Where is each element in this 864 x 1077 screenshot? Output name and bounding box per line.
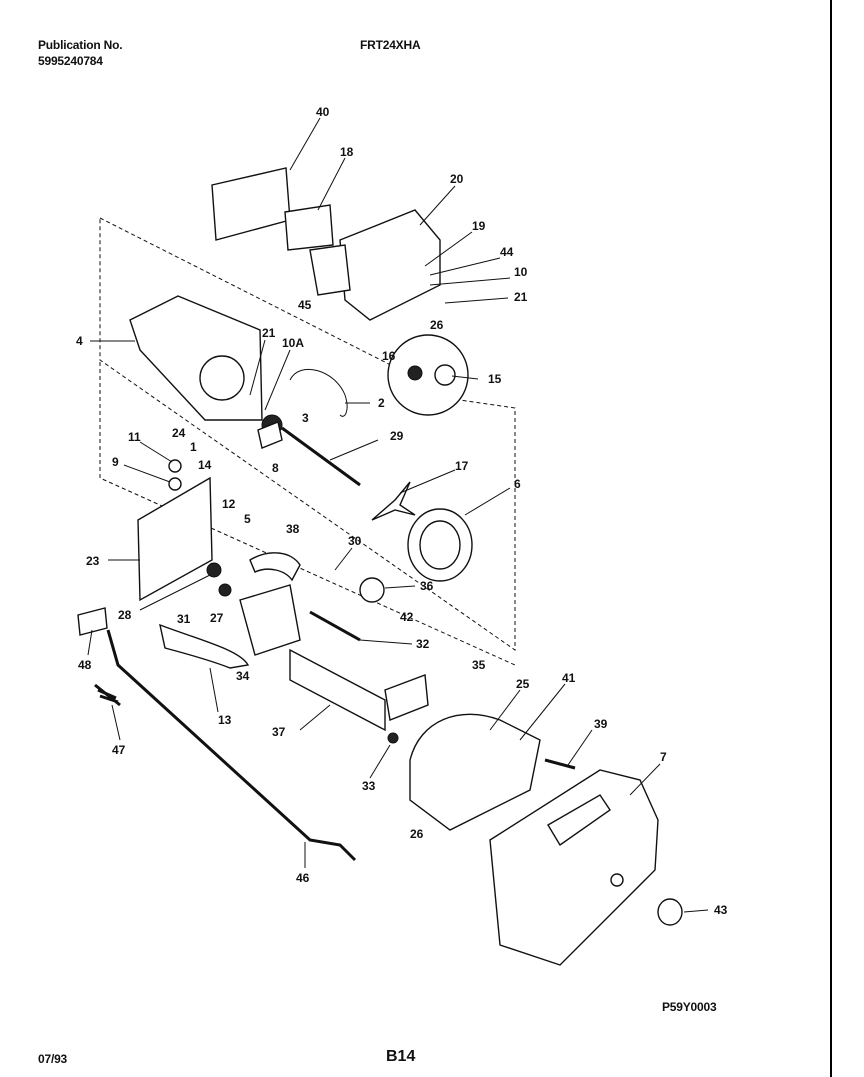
bracket-part-8 [257,421,283,449]
callout-10: 10 [514,265,528,279]
callout-46: 46 [296,871,310,885]
callout-9: 9 [112,455,119,469]
rod-part-32 [309,610,361,642]
callout-28: 28 [118,608,132,622]
callout-39: 39 [594,717,608,731]
callout-44: 44 [500,245,514,259]
footer-date: 07/93 [38,1052,68,1066]
callout-32: 32 [416,637,430,651]
callout-31: 31 [177,612,191,626]
gear-part-12 [206,562,222,578]
callout-27: 27 [210,611,224,625]
callout-24: 24 [172,426,186,440]
rod-part-46 [106,629,357,862]
contacts-part-37 [289,648,386,732]
cover-opening [547,794,611,847]
lower-dashed-group [99,362,516,666]
switch-part-35 [384,674,429,721]
disc-part-15 [387,334,469,416]
mount-part-45 [309,244,351,296]
callout-10a: 10A [282,336,304,350]
callout-35: 35 [472,658,486,672]
callout-2: 2 [378,396,385,410]
callout-16: 16 [382,349,396,363]
bulb-part [434,364,456,386]
callout-12: 12 [222,497,236,511]
washer-part-11 [168,459,182,473]
callout-6: 6 [514,477,521,491]
callout-labels: 40 18 20 19 44 10 21 45 26 4 21 10A 2 16… [76,105,728,917]
callout-40: 40 [316,105,330,119]
callout-33: 33 [362,779,376,793]
page-number: B14 [386,1048,416,1065]
plate-part-23 [137,476,213,602]
callout-13: 13 [218,713,232,727]
bracket-part-27 [239,584,301,656]
callout-43: 43 [714,903,728,917]
gear-part-16 [407,365,423,381]
arm-part-38 [249,552,301,582]
callout-11: 11 [128,430,141,444]
callout-45: 45 [298,298,312,312]
wire-part-2 [289,368,348,417]
callout-21: 21 [514,290,528,304]
panel-part-40 [211,167,291,241]
gear-part-5 [218,583,232,597]
callout-26: 26 [430,318,444,332]
auger-housing-part-4 [129,295,263,421]
leader-lines [87,117,709,913]
callout-1: 1 [190,440,197,454]
callout-30: 30 [348,534,362,548]
publication-number: 5995240784 [38,54,103,68]
callout-3: 3 [302,411,309,425]
callout-15: 15 [488,372,502,386]
callout-19: 19 [472,219,486,233]
wheel-hub [419,520,461,570]
callout-8: 8 [272,461,279,475]
callout-36: 36 [420,579,434,593]
exploded-parts-diagram: 40 18 20 19 44 10 21 45 26 4 21 10A 2 16… [76,105,728,966]
callout-26b: 26 [410,827,424,841]
housing-part-20 [339,209,441,321]
callout-23: 23 [86,554,100,568]
screw-part-33 [387,732,399,744]
shaft-part-29 [281,426,361,487]
clip-part-48 [77,607,108,636]
publication-label: Publication No. [38,38,123,52]
screw-part-39 [544,758,576,770]
diagram-code: P59Y0003 [662,1000,717,1014]
bracket-part-18 [284,204,334,251]
spring-part-47 [94,683,121,707]
page-frame [830,0,832,1077]
spring-part-36 [359,577,385,603]
callout-37: 37 [272,725,286,739]
callout-7: 7 [660,750,667,764]
callout-17: 17 [455,459,469,473]
model-number: FRT24XHA [360,38,421,52]
auger-opening [199,355,245,401]
callout-4: 4 [76,334,83,348]
callout-47: 47 [112,743,126,757]
callout-14: 14 [198,458,212,472]
callout-21b: 21 [262,326,276,340]
knob-part-43 [657,898,683,926]
callout-42: 42 [400,610,414,624]
callout-5: 5 [244,512,251,526]
washer-part-9 [168,477,182,491]
callout-34: 34 [236,669,250,683]
cover-hole [610,873,624,887]
callout-29: 29 [390,429,404,443]
chute-housing-part-41 [409,713,541,831]
callout-38: 38 [286,522,300,536]
lever-part-13 [159,623,250,669]
cover-part-7 [489,769,659,966]
callout-18: 18 [340,145,354,159]
callout-20: 20 [450,172,464,186]
callout-41: 41 [562,671,576,685]
callout-25: 25 [516,677,530,691]
blade-part-17 [371,481,416,521]
callout-48: 48 [78,658,92,672]
